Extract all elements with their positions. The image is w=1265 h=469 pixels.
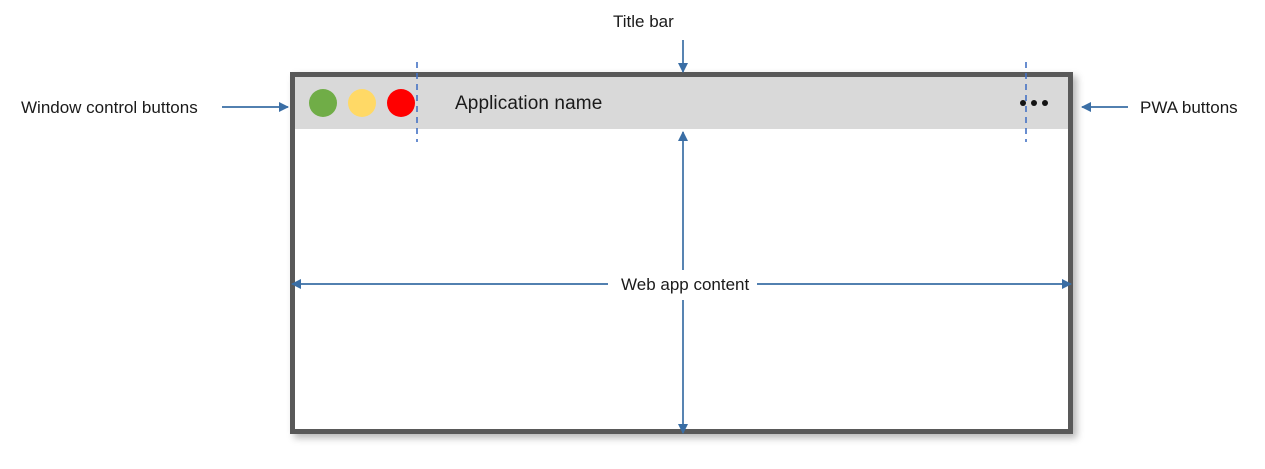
- annotation-label-pwa-buttons: PWA buttons: [1140, 98, 1238, 117]
- ellipsis-icon-dot-3: [1042, 100, 1048, 106]
- pwa-buttons[interactable]: [1016, 96, 1052, 110]
- window-control-buttons[interactable]: [309, 89, 415, 117]
- annotation-label-title-bar: Title bar: [613, 12, 674, 31]
- minimize-button-icon[interactable]: [309, 89, 337, 117]
- ellipsis-icon-dot-1: [1020, 100, 1026, 106]
- maximize-button-icon[interactable]: [348, 89, 376, 117]
- application-name-label: Application name: [455, 92, 603, 114]
- annotation-label-web-app-content: Web app content: [614, 275, 757, 296]
- close-button-icon[interactable]: [387, 89, 415, 117]
- annotation-label-window-control-buttons: Window control buttons: [21, 98, 198, 117]
- ellipsis-icon-dot-2: [1031, 100, 1037, 106]
- title-bar: Application name: [295, 77, 1068, 129]
- application-window: Application name: [290, 72, 1073, 434]
